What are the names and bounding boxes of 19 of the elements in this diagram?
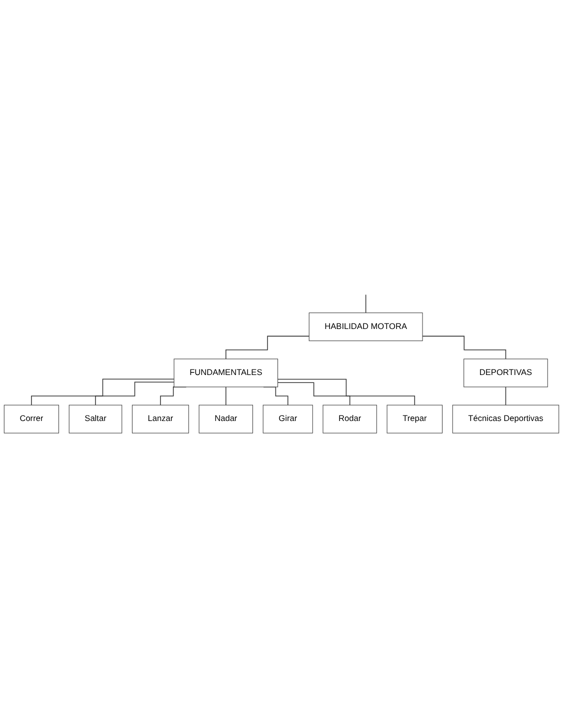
node-box: Girar (262, 405, 313, 434)
connector (505, 386, 506, 406)
node-box: Correr (4, 405, 60, 434)
connector (31, 379, 174, 406)
connector (422, 336, 506, 360)
node-box: Rodar (322, 405, 377, 434)
connector (277, 379, 416, 406)
connector (277, 382, 350, 406)
node-box: Lanzar (132, 405, 189, 434)
node-box: Nadar (198, 405, 253, 434)
connector (226, 336, 310, 360)
node-box: DEPORTIVAS (464, 359, 548, 388)
node-box: Técnicas Deportivas (452, 405, 560, 434)
node-box: HABILIDAD MOTORA (308, 312, 423, 342)
node-box: FUNDAMENTALES (174, 359, 278, 388)
node-box: Trepar (386, 405, 443, 434)
node-box: Saltar (68, 405, 122, 434)
connector (95, 382, 174, 406)
connector (365, 294, 366, 314)
